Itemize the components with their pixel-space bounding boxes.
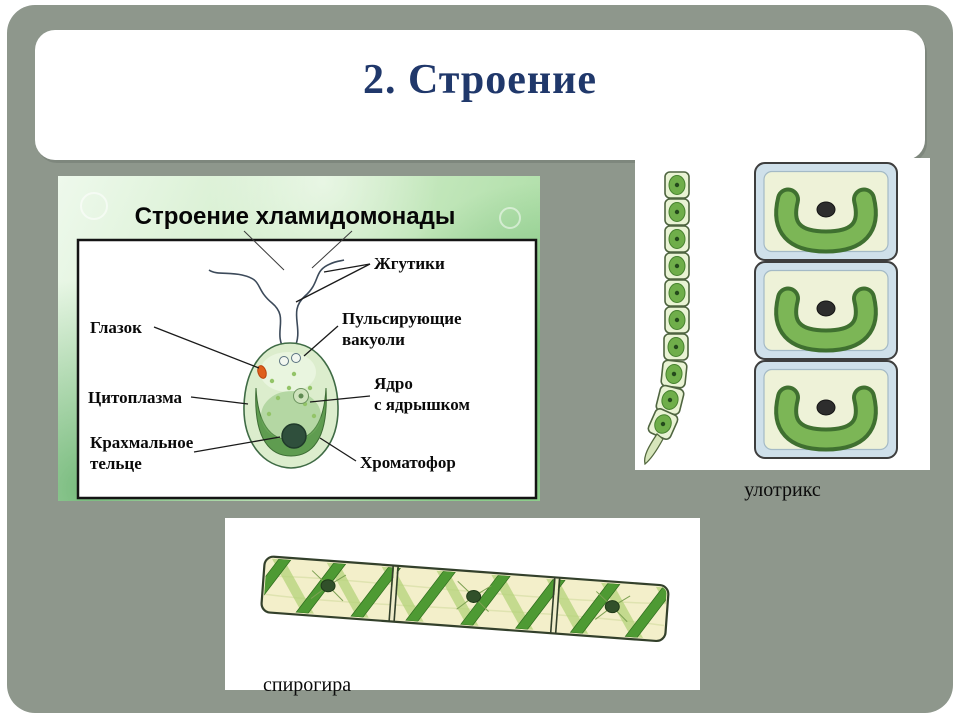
label-flagella: Жгутики [374,254,445,273]
filament-tail [643,433,664,466]
vacuole-dot [279,356,289,366]
label-starch-line2: тельце [90,454,142,473]
diagram-labels: Жгутики Пульсирующие вакуоли Ядро с ядры… [88,254,470,473]
thin-filament [643,171,690,466]
ulothrix-figure [635,158,930,470]
pointer-lines [153,263,371,462]
vacuole-dot [291,353,301,363]
nucleus-dot [594,591,631,623]
chlamydomonas-figure-title: Строение хламидомонады [135,203,456,230]
cell-illustration [243,342,339,469]
chlamydomonas-diagram: Строение хламидомонады [76,192,538,500]
chlamydomonas-figure: Строение хламидомонады [58,176,540,501]
spirogyra-caption: спирогира [263,674,352,696]
starch-body-shape [281,423,307,449]
nucleus-dot [310,570,347,602]
spirogyra-illustration [260,555,670,643]
label-nucleus-line2: с ядрышком [374,395,470,414]
label-nucleus-line1: Ядро [374,374,413,393]
slide-header: 2. Строение [35,30,925,160]
thick-filament [755,163,897,458]
ulothrix-caption: улотрикс [744,479,821,501]
background-bubbles [80,192,521,229]
cell-nuclei [310,570,631,623]
cell-walls [388,565,561,634]
spirogyra-figure [225,518,700,690]
label-eyespot: Глазок [90,318,142,337]
slide-title: 2. Строение [363,57,597,103]
front-spiral-bands [263,558,667,638]
title-leader-lines [243,230,353,271]
filament [260,555,670,643]
label-cytoplasm: Цитоплазма [88,388,183,407]
eyespot-dot [257,365,267,379]
flagella-illustration [208,259,345,352]
label-starch-line1: Крахмальное [90,433,194,452]
label-chromatophore: Хроматофор [360,453,456,472]
label-vacuoles-line2: вакуоли [342,330,405,349]
ulothrix-illustration [643,158,930,470]
nucleus-dot [456,580,492,612]
label-vacuoles-line1: Пульсирующие [342,309,462,328]
